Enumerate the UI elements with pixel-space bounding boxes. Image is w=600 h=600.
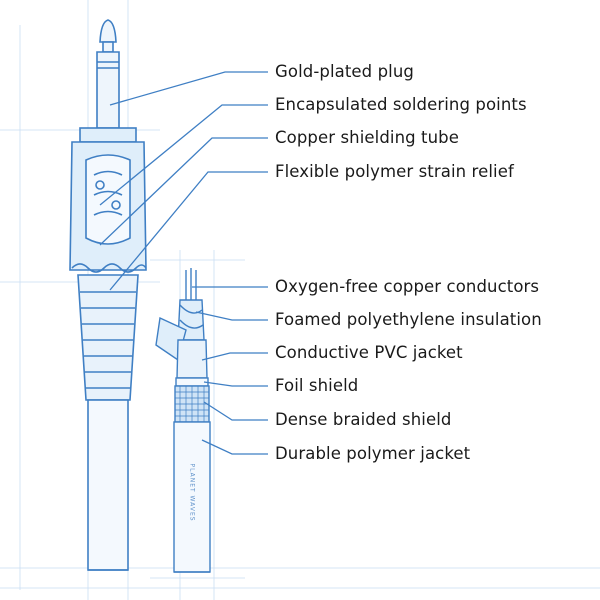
plug-neck	[102, 41, 114, 53]
strain-relief	[77, 274, 139, 401]
cable-cutaway	[155, 268, 211, 573]
foil-layer	[175, 377, 209, 387]
jack-plug	[69, 19, 147, 571]
label-polyethylene-insulation: Foamed polyethylene insulation	[275, 310, 542, 329]
plug-collar	[79, 127, 137, 143]
label-copper-conductors: Oxygen-free copper conductors	[275, 277, 540, 296]
label-polymer-jacket: Durable polymer jacket	[275, 444, 471, 463]
cable-print-text: PLANET WAVES	[188, 463, 196, 522]
label-foil-shield: Foil shield	[275, 376, 359, 395]
label-encapsulated-soldering-points: Encapsulated soldering points	[275, 95, 527, 114]
leader-lines	[99, 71, 268, 455]
label-strain-relief: Flexible polymer strain relief	[275, 162, 514, 181]
label-pvc-jacket: Conductive PVC jacket	[275, 343, 463, 362]
outer-jacket	[173, 421, 211, 573]
label-gold-plated-plug: Gold-plated plug	[275, 62, 414, 81]
plug-tip	[99, 19, 117, 43]
solder-capsule	[85, 154, 131, 245]
label-braided-shield: Dense braided shield	[275, 410, 452, 429]
pvc-jacket	[176, 339, 208, 379]
plug-cable	[87, 399, 129, 571]
label-copper-shielding-tube: Copper shielding tube	[275, 128, 460, 147]
plug-sleeve	[96, 51, 120, 129]
